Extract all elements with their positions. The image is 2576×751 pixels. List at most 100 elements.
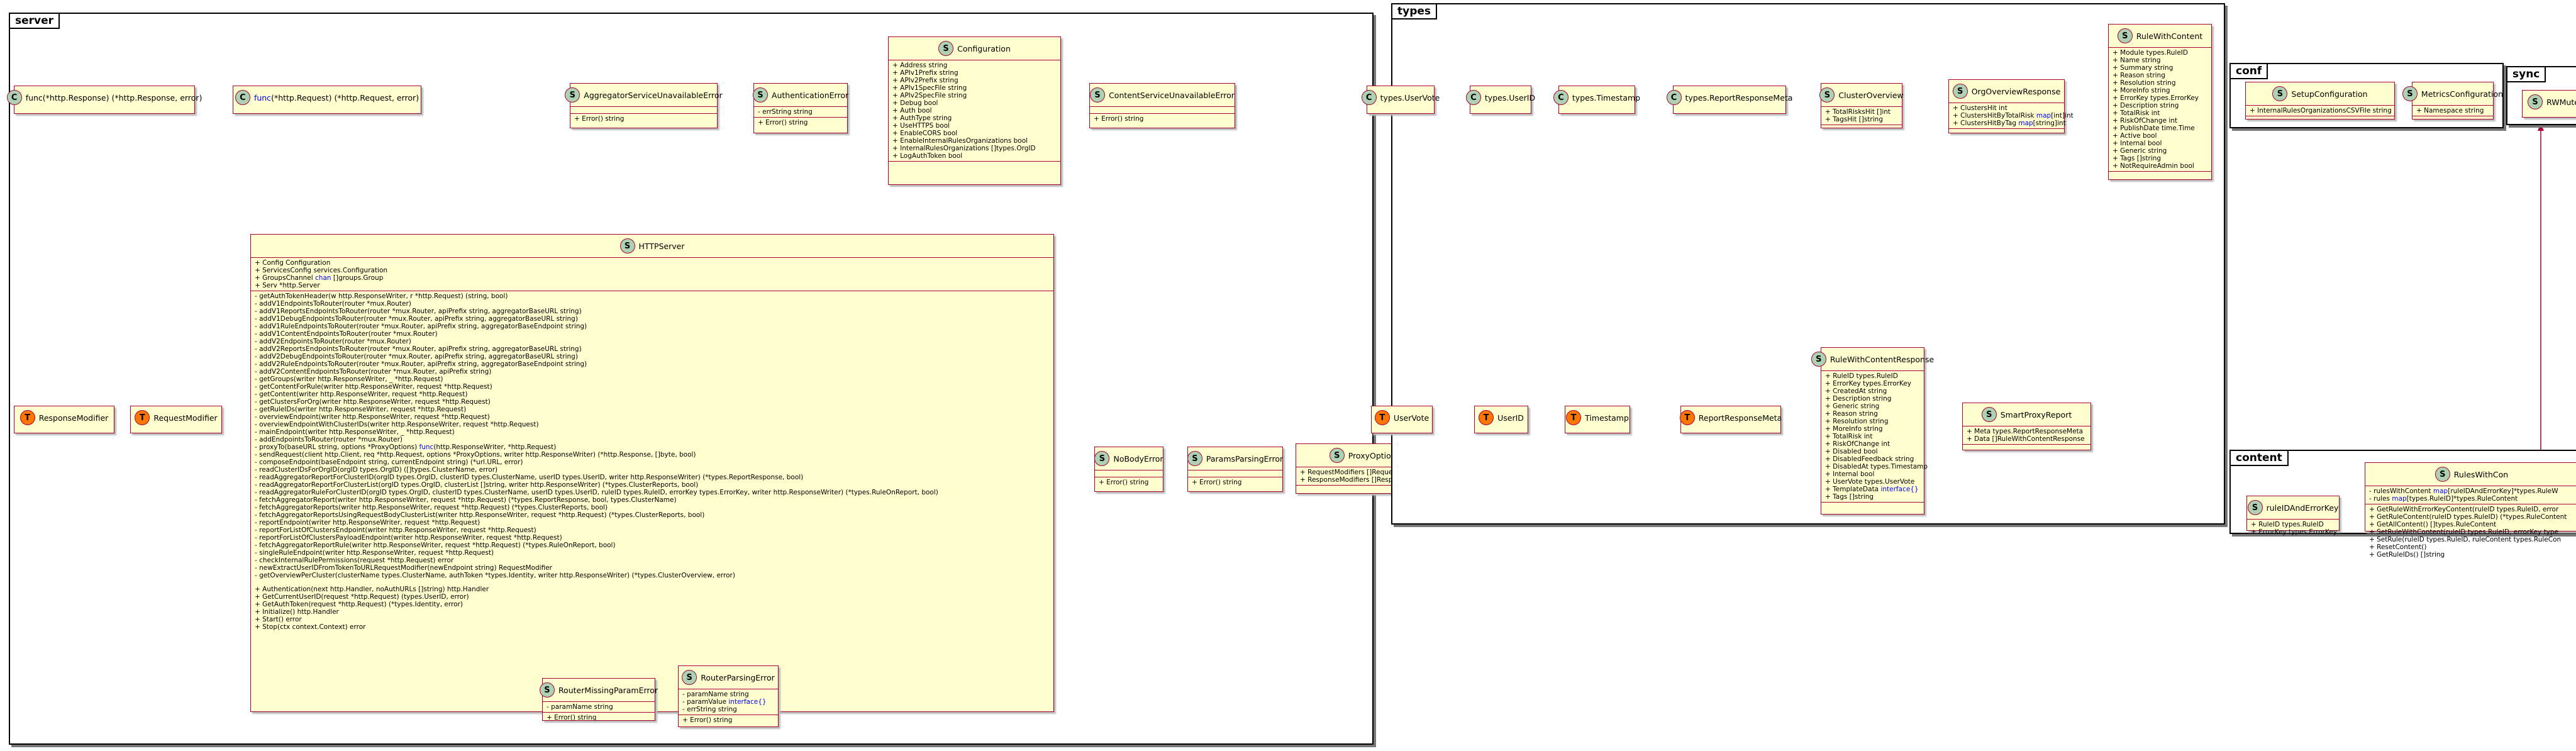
class-c-icon: C: [235, 90, 250, 105]
class-method: - addV2ContentEndpointsToRouter(router *…: [255, 368, 492, 376]
struct-s-icon: S: [1952, 84, 1968, 99]
class-field: + TotalRisksHit []int: [1825, 108, 1891, 116]
class-field: + Disabled bool: [1825, 448, 1878, 455]
class-method: - readAggregatorReportForClusterID(orgID…: [255, 474, 804, 481]
class-method: - proxyTo(baseURL string, options *Proxy…: [255, 443, 557, 451]
struct-s-icon: S: [1819, 87, 1835, 103]
class-field: - paramName string: [682, 691, 749, 698]
struct-s-icon: S: [1811, 352, 1826, 367]
class-field: + APIv2SpecFile string: [892, 92, 967, 99]
class-field: + Internal bool: [2112, 140, 2162, 147]
struct-s-icon: S: [2247, 500, 2263, 515]
class-field: + RuleID types.RuleID: [1825, 372, 1898, 380]
class-field: + Address string: [892, 62, 948, 69]
class-field: + Reason string: [1825, 410, 1878, 418]
class-method: - addV2DebugEndpointsToRouter(router *mu…: [255, 353, 578, 360]
class-field: + Resolution string: [2112, 79, 2176, 87]
class-c-icon: C: [6, 90, 22, 105]
class-field: + CreatedAt string: [1825, 387, 1887, 395]
class-method: - addV2ReportsEndpointsToRouter(router *…: [255, 345, 582, 353]
class-method: + Start() error: [255, 616, 302, 623]
class-field: + LogAuthToken bool: [892, 152, 963, 160]
class-method: + GetRuleIDs() []string: [2369, 551, 2445, 559]
class-field: + MoreInfo string: [2112, 87, 2170, 94]
struct-s-icon: S: [1981, 407, 1997, 422]
struct-s-icon: S: [2402, 86, 2418, 101]
class-field: + PublishDate time.Time: [2112, 125, 2195, 132]
class-method: - reportForListOfClustersEndpoint(writer…: [255, 526, 536, 534]
class-c-icon: C: [1465, 90, 1481, 105]
struct-s-icon: S: [752, 87, 768, 103]
class-method: - addEndpointsToRouter(router *mux.Route…: [255, 436, 403, 443]
class-method: - addV1ContentEndpointsToRouter(router *…: [255, 330, 438, 338]
class-method: - mainEndpoint(writer http.ResponseWrite…: [255, 428, 455, 436]
class-field: + Debug bool: [892, 99, 938, 107]
struct-s-icon: S: [2528, 94, 2543, 109]
class-field: + Description string: [1825, 395, 1892, 403]
class-method: + GetRuleContent(ruleID types.RuleID) (*…: [2369, 513, 2567, 521]
struct-s-icon: S: [539, 682, 555, 698]
class-method: - getOverviewPerCluster(clusterName type…: [255, 572, 735, 579]
class-method: - readAggregatorReportForClusterList(org…: [255, 481, 699, 489]
type-t-icon: T: [1566, 410, 1582, 425]
class-field: + Auth bool: [892, 107, 932, 114]
class-field: + RuleID types.RuleID: [2251, 521, 2324, 528]
type-t-icon: T: [1679, 410, 1695, 425]
class-method: - checkInternalRulePermissions(request *…: [255, 557, 454, 564]
class-field: + Generic string: [2112, 147, 2167, 155]
class-c-icon: C: [1553, 90, 1568, 105]
class-method: - reportForListOfClustersPayloadEndpoint…: [255, 534, 562, 542]
class-field: + DisabledAt types.Timestamp: [1825, 463, 1928, 470]
class-field: + APIv2Prefix string: [892, 77, 958, 84]
class-field: + RiskOfChange int: [1825, 440, 1890, 448]
class-field: + Name string: [2112, 57, 2161, 64]
struct-s-icon: S: [1187, 451, 1202, 466]
class-method: - getRuleIDs(writer http.ResponseWriter,…: [255, 406, 467, 413]
class-field: + Resolution string: [1825, 418, 1889, 425]
class-method: - addV1RuleEndpointsToRouter(router *mux…: [255, 323, 587, 330]
class-method: - getAuthTokenHeader(w http.ResponseWrit…: [255, 292, 508, 300]
class-field: + UserVote types.UserVote: [1825, 478, 1915, 486]
class-method: - sendRequest(client http.Client, req *h…: [255, 451, 696, 459]
class-field: + UseHTTPS bool: [892, 122, 950, 130]
struct-s-icon: S: [565, 87, 580, 103]
class-field: + APIv1SpecFile string: [892, 84, 967, 92]
class-method: - composeEndpoint(baseEndpoint string, c…: [255, 459, 523, 466]
class-field: + Active bool: [2112, 132, 2157, 140]
class-method: - fetchAggregatorReportRule(writer http.…: [255, 542, 616, 549]
class-field: + ErrorKey types.ErrorKey: [2251, 528, 2337, 536]
class-field: + Data []RuleWithContentResponse: [1967, 435, 2085, 443]
struct-s-icon: S: [1094, 451, 1110, 466]
